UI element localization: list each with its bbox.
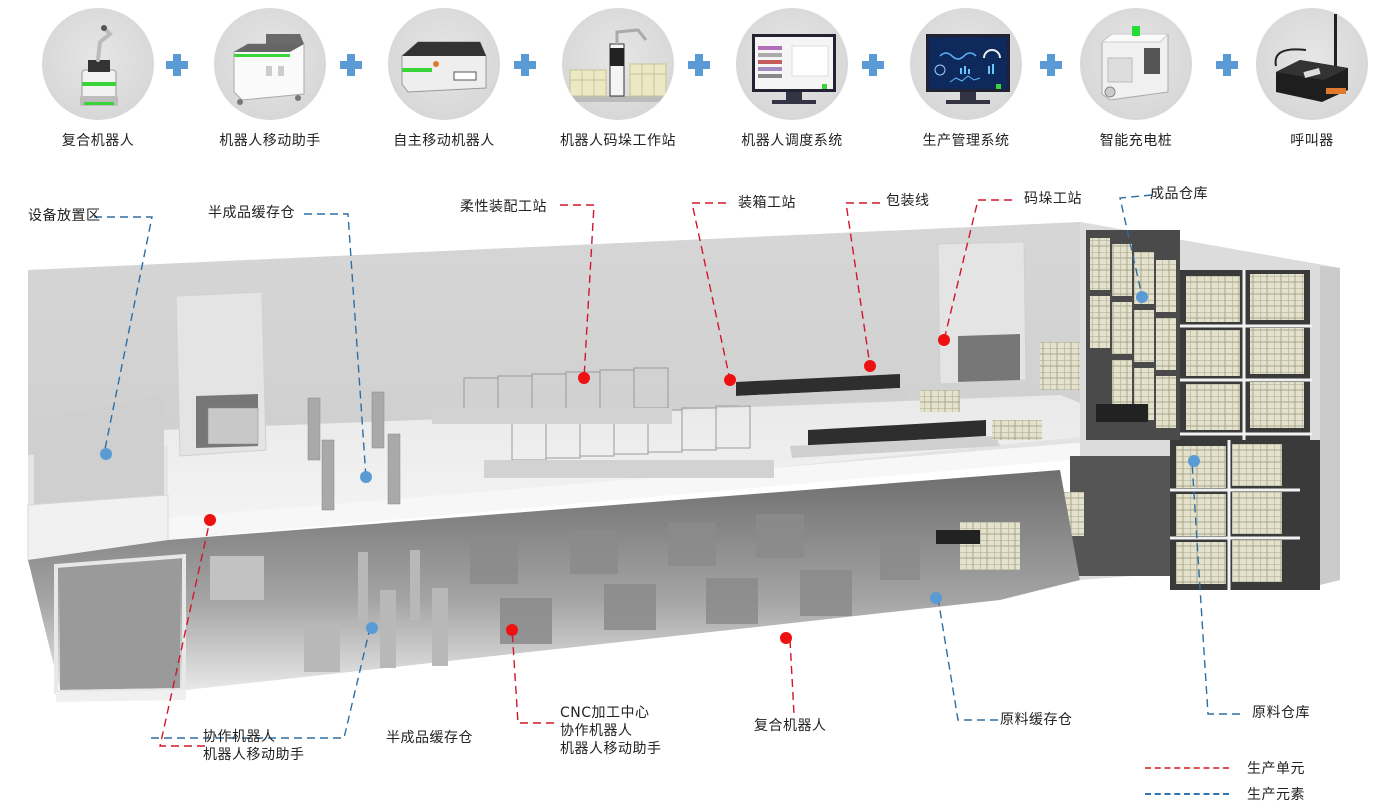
product-label: 机器人码垛工作站 xyxy=(560,133,676,149)
callout-semi-buffer-top: 半成品缓存仓 xyxy=(208,205,295,221)
plus-icon xyxy=(1040,54,1062,76)
product-label: 生产管理系统 xyxy=(922,133,1010,149)
callout-composite-robot: 复合机器人 xyxy=(754,718,827,734)
composite-robot-icon xyxy=(42,8,154,120)
dashboard-monitor-icon xyxy=(910,8,1022,120)
callout-packing-line: 包装线 xyxy=(886,193,930,209)
product-strip: 复合机器人 机器人移动助手 自主 xyxy=(0,0,1388,160)
legend-production-unit: 生产单元 xyxy=(1145,756,1305,780)
plus-icon xyxy=(1216,54,1238,76)
product-label: 自主移动机器人 xyxy=(393,133,495,149)
callout-raw-warehouse: 原料仓库 xyxy=(1252,705,1310,721)
plus-icon xyxy=(166,54,188,76)
amr-icon xyxy=(388,8,500,120)
product-amr[interactable]: 自主移动机器人 xyxy=(384,8,504,150)
callout-boxing-station: 装箱工站 xyxy=(738,195,796,211)
red-dash-line-icon xyxy=(1145,767,1229,769)
product-composite-robot[interactable]: 复合机器人 xyxy=(38,8,158,150)
monitor-icon xyxy=(736,8,848,120)
callout-palletizing: 码垛工站 xyxy=(1024,191,1082,207)
callout-semi-buffer-bottom: 半成品缓存仓 xyxy=(386,730,473,746)
product-palletizing-station[interactable]: 机器人码垛工作站 xyxy=(558,8,678,150)
product-label: 呼叫器 xyxy=(1290,133,1334,149)
production-unit-dots xyxy=(204,334,950,644)
callout-flex-assembly: 柔性装配工站 xyxy=(460,199,547,215)
callout-equipment-area: 设备放置区 xyxy=(28,208,101,224)
product-label: 机器人调度系统 xyxy=(741,133,843,149)
product-label: 智能充电桩 xyxy=(1099,133,1173,149)
product-label: 复合机器人 xyxy=(61,133,135,149)
callout-cnc-center: CNC加工中心 协作机器人 机器人移动助手 xyxy=(560,705,662,757)
plus-icon xyxy=(340,54,362,76)
palletizing-station-icon xyxy=(562,8,674,120)
blue-dash-line-icon xyxy=(1145,793,1229,795)
caller-device-icon xyxy=(1256,8,1368,120)
callout-finished-warehouse: 成品仓库 xyxy=(1150,186,1208,202)
plus-icon xyxy=(514,54,536,76)
product-dispatch-system[interactable]: 机器人调度系统 xyxy=(732,8,852,150)
product-production-mgmt[interactable]: 生产管理系统 xyxy=(906,8,1026,150)
product-mobile-assistant[interactable]: 机器人移动助手 xyxy=(210,8,330,150)
product-charging-pile[interactable]: 智能充电桩 xyxy=(1076,8,1196,150)
plus-icon xyxy=(688,54,710,76)
callout-raw-buffer: 原料缓存仓 xyxy=(1000,712,1073,728)
callout-cobot-assistant: 协作机器人 机器人移动助手 xyxy=(203,729,305,763)
legend-production-element: 生产元素 xyxy=(1145,782,1305,806)
legend: 生产单元 生产元素 xyxy=(1145,756,1305,808)
product-label: 机器人移动助手 xyxy=(219,133,321,149)
mobile-assistant-icon xyxy=(214,8,326,120)
plus-icon xyxy=(862,54,884,76)
product-caller[interactable]: 呼叫器 xyxy=(1252,8,1372,150)
charging-pile-icon xyxy=(1080,8,1192,120)
production-element-dots xyxy=(100,291,1200,634)
